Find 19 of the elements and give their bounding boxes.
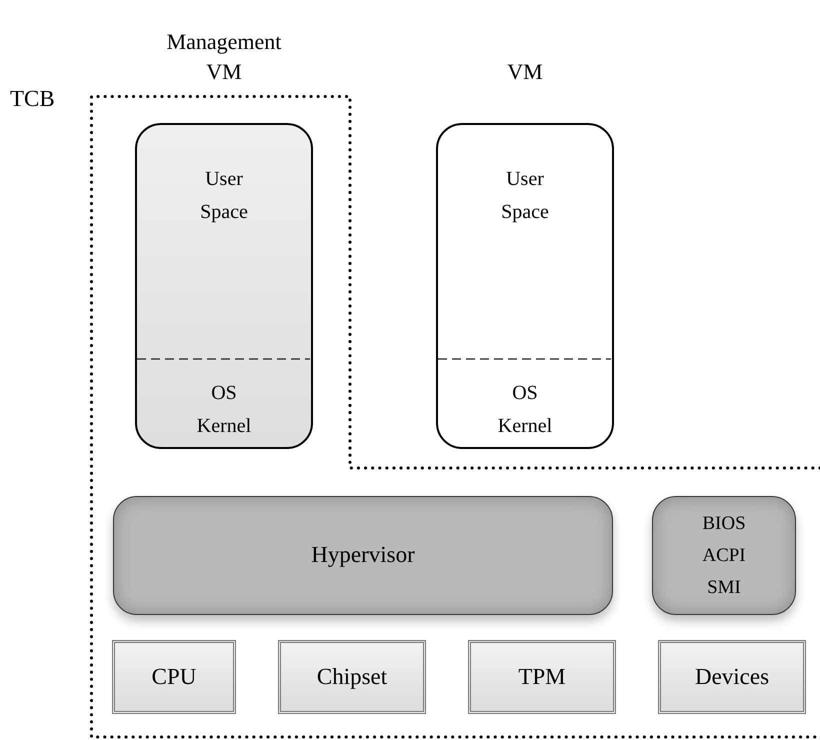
section-label: User Space [199,167,249,225]
section-label: User Space [500,167,550,225]
hardware-label: CPU [152,662,196,691]
vm-label: Management VM [166,28,282,86]
section-label: OS Kernel [196,381,252,439]
hardware-label: Devices [694,662,770,691]
hypervisor-layer [113,496,613,615]
hardware-box [468,640,616,714]
hardware-box [278,640,426,714]
hardware-label: Chipset [316,662,388,691]
layer-label: BIOS ACPI SMI [701,512,747,600]
section-label: OS Kernel [496,381,554,439]
hardware-label: TPM [518,662,566,691]
layer-label: Hypervisor [311,541,415,570]
region-label: TCB [10,87,55,110]
firmware-layer [652,496,796,615]
hardware-box [658,640,806,714]
vm-label: VM [506,58,544,86]
hardware-box [112,640,236,714]
